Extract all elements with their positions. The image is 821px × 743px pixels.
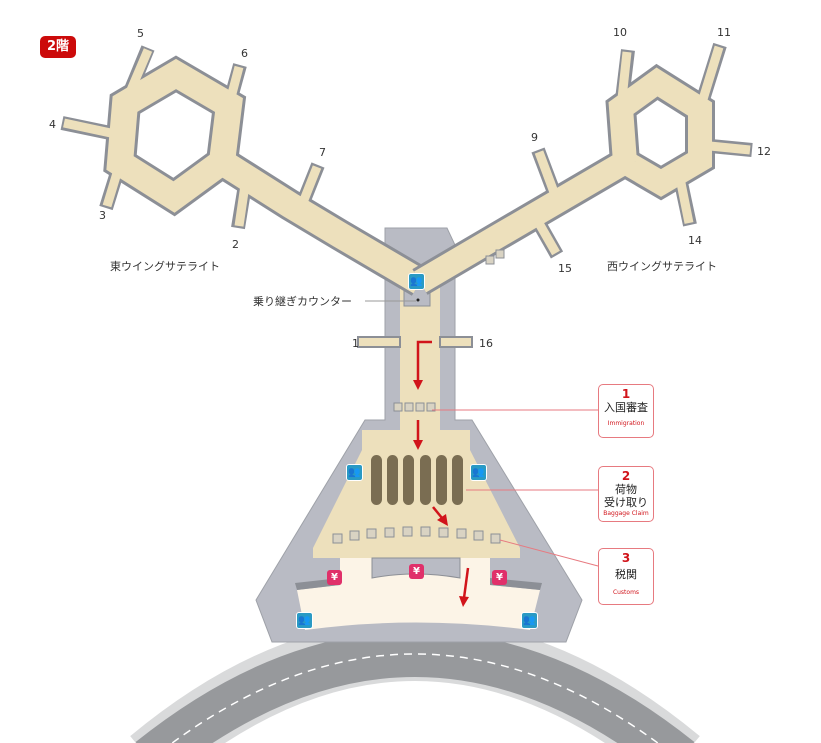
gate-label: 3 <box>99 209 106 222</box>
arrival-lobby-floor <box>297 558 540 630</box>
step-title-line2: 受け取り <box>604 496 648 509</box>
gate-label: 14 <box>688 234 702 247</box>
gate-label: 15 <box>558 262 572 275</box>
callout-lines <box>432 409 599 567</box>
gate-label: 2 <box>232 238 239 251</box>
immigration-booths <box>393 402 436 412</box>
step-title: 税関 <box>615 568 637 581</box>
gate-label: 16 <box>479 337 493 350</box>
east-wing-label: 東ウイングサテライト <box>110 260 220 273</box>
step-number: 1 <box>621 387 631 401</box>
step-number: 3 <box>621 551 631 565</box>
gate-label: 7 <box>319 146 326 159</box>
yen-icon: ¥ <box>327 570 342 585</box>
east-wing <box>60 45 429 296</box>
yen-icon: ¥ <box>492 570 507 585</box>
restroom-icon: 👥 <box>521 612 538 629</box>
west-wing <box>412 42 753 295</box>
gate-label: 6 <box>241 47 248 60</box>
step-customs: 3 税関 Customs <box>598 548 654 605</box>
yen-icon: ¥ <box>409 564 424 579</box>
step-english: Immigration <box>607 420 645 427</box>
step-immigration: 1 入国審査 Immigration <box>598 384 654 438</box>
road <box>130 619 700 743</box>
gate-label: 12 <box>757 145 771 158</box>
gate-label: 1 <box>352 337 359 350</box>
gate-label: 11 <box>717 26 731 39</box>
floor-badge: 2階 <box>40 36 76 58</box>
gate-label: 5 <box>137 27 144 40</box>
route-arrows <box>413 340 470 607</box>
transfer-counter-label: 乗り継ぎカウンター <box>253 295 352 308</box>
baggage-carousels <box>371 455 463 505</box>
step-baggage-claim: 2 荷物 受け取り Baggage Claim <box>598 466 654 522</box>
step-title: 荷物 <box>615 483 637 496</box>
restroom-icon: 👥 <box>408 273 425 290</box>
customs-booths <box>332 526 501 544</box>
gate-label: 4 <box>49 118 56 131</box>
step-number: 2 <box>621 469 631 483</box>
restroom-icon: 👥 <box>470 464 487 481</box>
baggage-hall-floor <box>313 430 520 558</box>
step-english: Baggage Claim <box>603 510 649 517</box>
restroom-icon: 👥 <box>346 464 363 481</box>
step-title: 入国審査 <box>604 401 648 414</box>
step-english: Customs <box>612 589 640 596</box>
west-wing-label: 西ウイングサテライト <box>607 260 717 273</box>
restroom-icon: 👥 <box>296 612 313 629</box>
gate-label: 10 <box>613 26 627 39</box>
gate-label: 9 <box>531 131 538 144</box>
